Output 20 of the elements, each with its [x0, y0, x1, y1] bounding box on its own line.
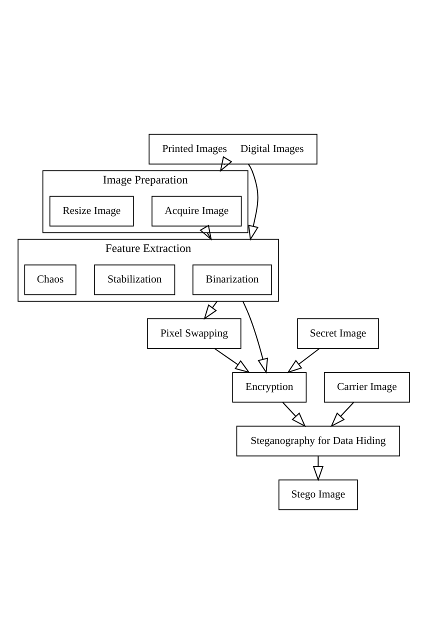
node-box: Binarization	[192, 264, 272, 295]
node-box: Stabilization	[94, 264, 176, 295]
arrow	[204, 300, 218, 320]
node-box: Carrier Image	[324, 372, 410, 402]
node-box: Acquire Image	[152, 195, 242, 226]
arrow	[248, 163, 259, 240]
arrow	[330, 401, 354, 427]
arrow	[282, 401, 306, 427]
arrow	[242, 300, 268, 374]
arrow	[286, 348, 320, 373]
node-box: Chaos	[24, 264, 76, 295]
arrow	[312, 455, 324, 481]
node-box: Steganography for Data Hiding	[236, 425, 400, 456]
node-box: Pixel Swapping	[147, 318, 242, 348]
node-box: Resize Image	[49, 195, 134, 226]
arrow	[220, 156, 232, 172]
node-box: Secret Image	[297, 318, 379, 348]
arrow	[214, 348, 250, 373]
node-box: Stego Image	[278, 479, 358, 510]
node-box: Encryption	[232, 372, 307, 402]
